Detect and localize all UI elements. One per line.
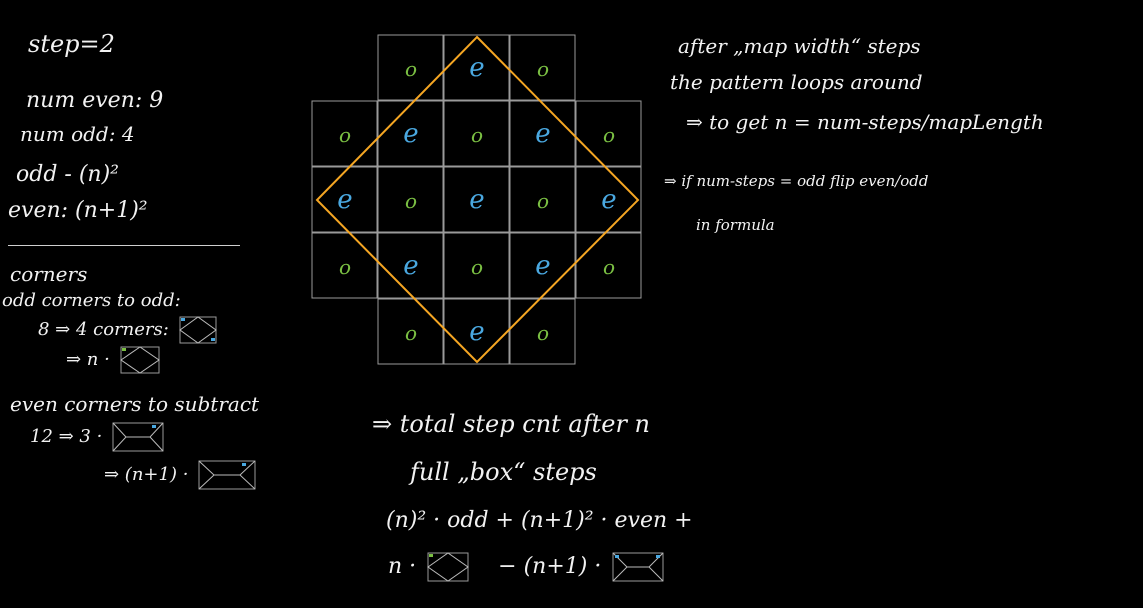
right-note-line1: after „map width“ steps — [678, 34, 921, 58]
even-count-text: 12 ⇒ 3 · — [30, 426, 103, 447]
bottom-note-line4: n · − (n+1) · — [388, 552, 664, 582]
grid-tile — [377, 298, 444, 365]
grid-tile — [443, 166, 510, 233]
even-count-line: 12 ⇒ 3 · — [30, 422, 164, 452]
odd-tile-label: o — [537, 321, 549, 345]
bottom-minus-text: − (n+1) · — [498, 554, 602, 579]
bottom-note-line3: (n)² · odd + (n+1)² · even + — [386, 508, 693, 533]
bottom-note-line1: ⇒ total step cnt after n — [372, 410, 651, 438]
bottom-n-text: n · — [388, 554, 417, 579]
odd-corner-box-icon — [178, 316, 217, 344]
divider-line — [8, 245, 240, 246]
num-even-label: num even: 9 — [26, 88, 164, 113]
even-corner-box-icon — [612, 552, 664, 582]
grid-tile — [509, 298, 576, 365]
corners-title: corners — [10, 262, 88, 286]
even-tile-label: e — [601, 185, 616, 215]
odd-n-line: ⇒ n · — [66, 346, 160, 374]
odd-tile-label: o — [471, 123, 483, 147]
right-note-line4: ⇒ if num-steps = odd flip even/odd — [664, 172, 929, 190]
odd-corner-box-icon — [427, 552, 470, 582]
even-tile-label: e — [535, 119, 550, 149]
odd-n-text: ⇒ n · — [66, 349, 110, 370]
grid-tile — [443, 298, 510, 365]
even-tile-label: e — [535, 251, 550, 281]
grid-tile — [575, 100, 642, 167]
grid-tile — [443, 232, 510, 299]
bottom-note-line2: full „box“ steps — [410, 458, 597, 486]
even-corner-box-icon — [198, 460, 256, 490]
grid-tile — [509, 232, 576, 299]
odd-count-line: 8 ⇒ 4 corners: — [38, 316, 217, 344]
even-corner-box-icon — [112, 422, 164, 452]
odd-corner-box-icon — [119, 346, 160, 374]
odd-tile-label: o — [603, 255, 615, 279]
odd-tile-label: o — [405, 57, 417, 81]
odd-tile-label: o — [537, 57, 549, 81]
odd-formula: odd - (n)² — [16, 162, 119, 187]
grid-tile — [377, 34, 444, 101]
odd-tile-label: o — [471, 255, 483, 279]
grid-tile — [311, 232, 378, 299]
grid-tile — [377, 232, 444, 299]
grid-tile — [509, 34, 576, 101]
step-label: step=2 — [28, 30, 115, 58]
grid-tile — [443, 34, 510, 101]
odd-corners-label: odd corners to odd: — [2, 290, 181, 311]
grid-tile — [509, 166, 576, 233]
grid-tile — [509, 100, 576, 167]
odd-tile-label: o — [339, 123, 351, 147]
grid-tile — [311, 100, 378, 167]
odd-count-text: 8 ⇒ 4 corners: — [38, 319, 169, 340]
even-tile-label: e — [403, 251, 418, 281]
grid-tile — [575, 166, 642, 233]
even-tile-label: e — [469, 185, 484, 215]
odd-tile-label: o — [537, 189, 549, 213]
even-tile-label: e — [403, 119, 418, 149]
grid-tile — [377, 166, 444, 233]
even-tile-label: e — [469, 53, 484, 83]
grid-tile — [575, 232, 642, 299]
reachable-diamond-outline — [315, 35, 640, 364]
odd-tile-label: o — [405, 189, 417, 213]
even-tile-label: e — [337, 185, 352, 215]
grid-tile — [443, 100, 510, 167]
num-odd-label: num odd: 4 — [20, 122, 135, 146]
even-corners-label: even corners to subtract — [10, 392, 260, 416]
right-note-line2: the pattern loops around — [670, 70, 923, 94]
right-note-line3: ⇒ to get n = num-steps/mapLength — [686, 110, 1044, 134]
even-n-text: ⇒ (n+1) · — [104, 464, 189, 485]
right-note-line5: in formula — [696, 216, 775, 234]
even-n-line: ⇒ (n+1) · — [104, 460, 256, 490]
odd-tile-label: o — [405, 321, 417, 345]
grid-tile — [377, 100, 444, 167]
grid-tile — [311, 166, 378, 233]
odd-tile-label: o — [339, 255, 351, 279]
even-tile-label: e — [469, 317, 484, 347]
odd-tile-label: o — [603, 123, 615, 147]
even-formula: even: (n+1)² — [8, 198, 148, 223]
